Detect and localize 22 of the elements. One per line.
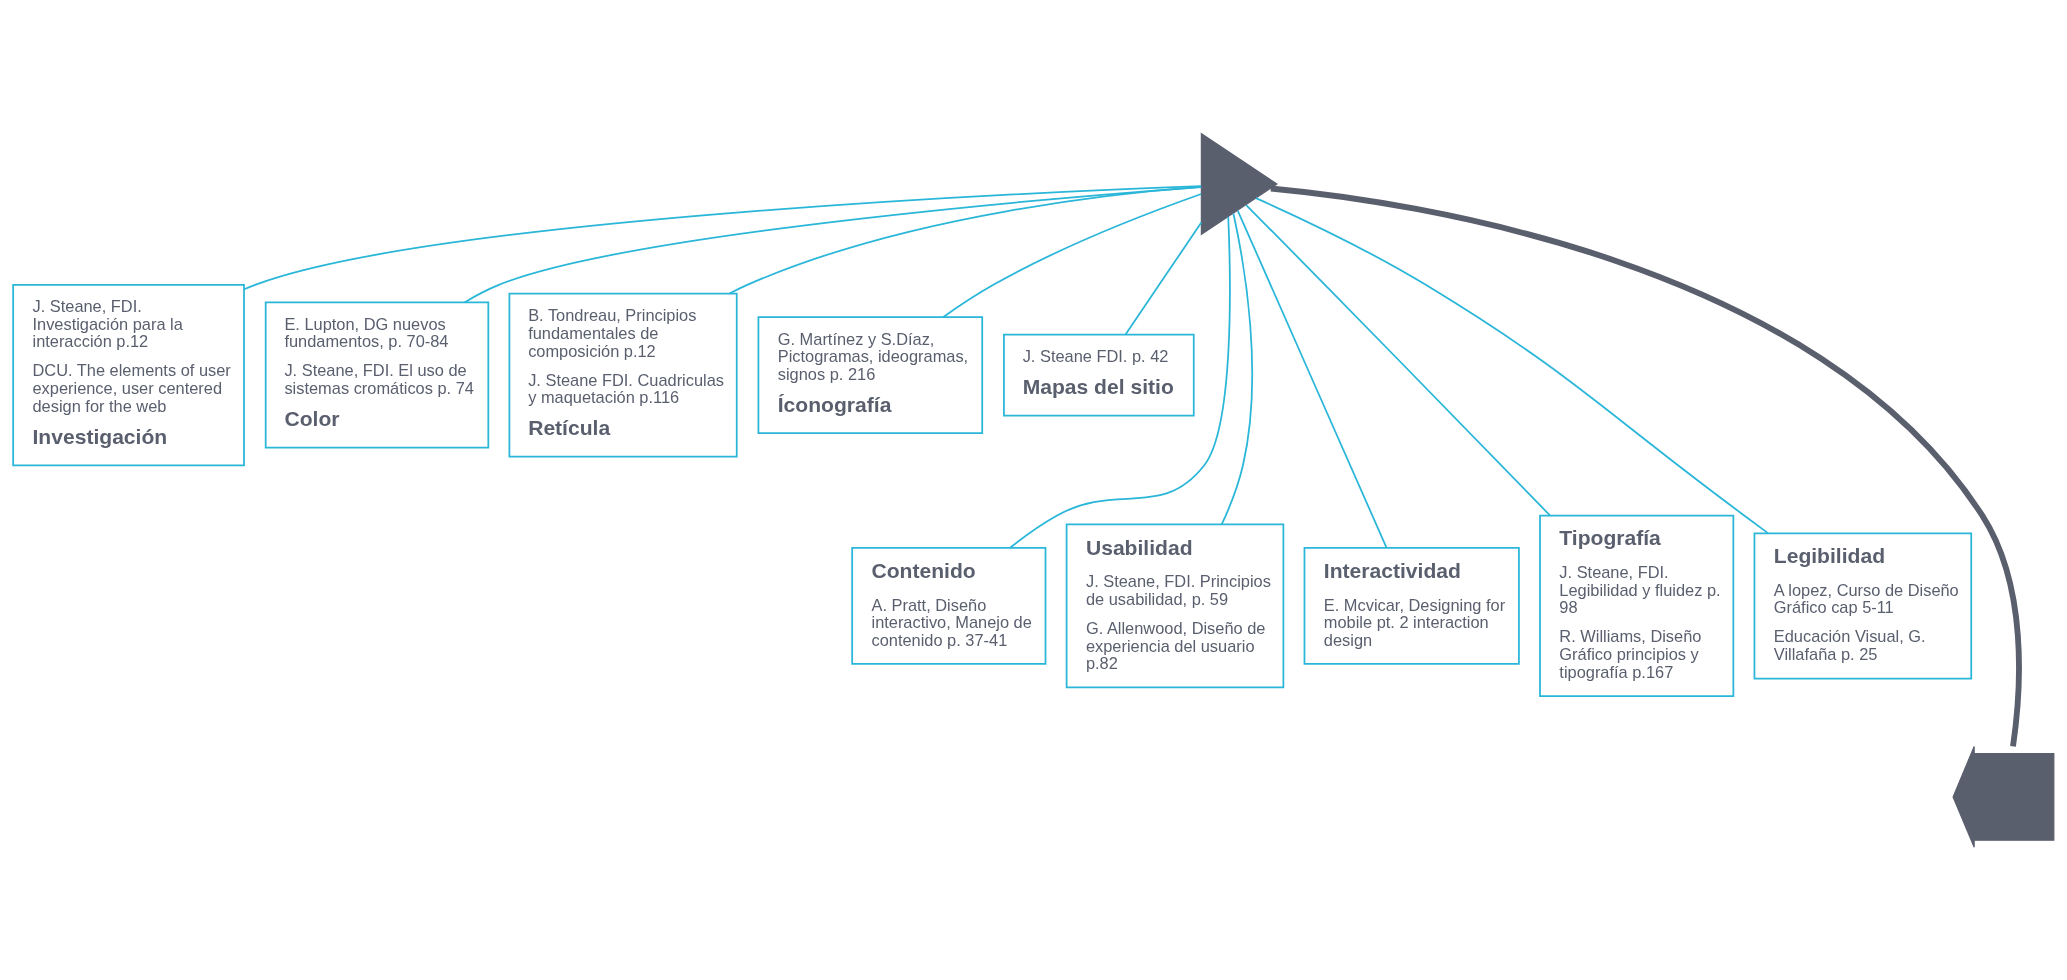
- node-box: J. Steane, FDI. Investigación para la interacción p.12 DCU. The elements of user experience, user centered design for the web Investigación: [12, 283, 245, 466]
- connector: [1124, 221, 1203, 335]
- connector: [942, 192, 1203, 318]
- node-box: Legibilidad A lopez, Curso de Diseño Gráfico cap 5-11 Educación Visual, G. Villafaña p. 25: [1753, 531, 1973, 679]
- connector: [1255, 196, 1769, 534]
- node-chevron: [1952, 745, 2055, 848]
- node-box: G. Martínez y S.Díaz, Pictogramas, ideogramas, signos p. 216 Íconografía: [757, 315, 984, 434]
- connector: [463, 185, 1202, 303]
- node-box: B. Tondreau, Principios fundamentales de composición p.12 J. Steane FDI. Cuadriculas y maquetación p.116 Retícula: [508, 292, 738, 457]
- connector: [1245, 203, 1552, 517]
- node-triangle: [1200, 132, 1278, 236]
- connector: [1220, 212, 1254, 525]
- node-box: Interactividad E. Mcvicar, Designing for mobile pt. 2 interaction design: [1303, 546, 1520, 665]
- node-box: Usabilidad J. Steane, FDI. Principios de usabilidad, p. 59 G. Allenwood, Diseño de experiencia del usuario p.82: [1065, 523, 1285, 688]
- node-box: Tipografía J. Steane, FDI. Legibilidad y fluidez p. 98 R. Williams, Diseño Gráfico principios y tipografía p.167: [1539, 514, 1735, 697]
- connector: [243, 184, 1203, 290]
- connector: [1236, 209, 1388, 548]
- node-box: E. Lupton, DG nuevos fundamentos, p. 70-84 J. Steane, FDI. El uso de sistemas cromáticos p. 74 Color: [264, 301, 490, 449]
- connector: [1270, 185, 2022, 747]
- connector: [1009, 215, 1231, 548]
- node-box: Contenido A. Pratt, Diseño interactivo, Manejo de contenido p. 37-41: [851, 546, 1047, 665]
- node-box: J. Steane FDI. p. 42 Mapas del sitio: [1003, 333, 1195, 416]
